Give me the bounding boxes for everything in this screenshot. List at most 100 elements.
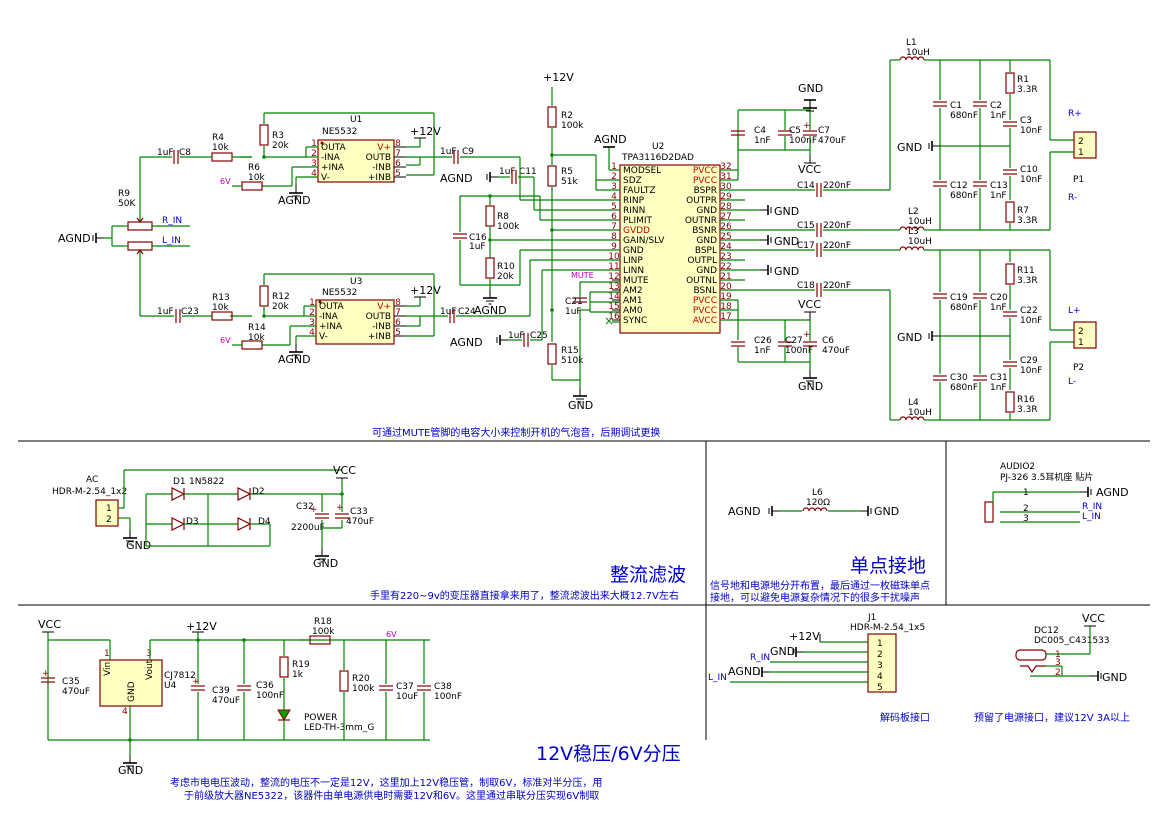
svg-text:100k: 100k	[561, 121, 584, 131]
u2-pin-number: 22	[720, 262, 731, 272]
u2-pin-name: GND	[623, 246, 644, 256]
svg-text:R20: R20	[352, 674, 370, 684]
svg-text:解码板接口: 解码板接口	[880, 711, 930, 724]
svg-text:C9: C9	[462, 147, 474, 157]
svg-text:L2: L2	[908, 207, 919, 217]
svg-text:10nF: 10nF	[1020, 316, 1042, 326]
svg-text:10nF: 10nF	[1020, 366, 1042, 376]
svg-text:2: 2	[1023, 504, 1029, 514]
svg-text:470uF: 470uF	[818, 136, 846, 146]
svg-text:10uH: 10uH	[908, 217, 932, 227]
svg-text:R11: R11	[1017, 266, 1035, 276]
svg-text:100k: 100k	[497, 222, 520, 232]
svg-text:C17: C17	[797, 241, 815, 251]
opamp-pin-number: 6	[395, 318, 401, 328]
svg-text:3.3R: 3.3R	[1017, 276, 1038, 286]
u2-pin-number: 31	[720, 172, 731, 182]
svg-text:1uF: 1uF	[157, 148, 174, 158]
svg-text:1nF: 1nF	[990, 303, 1007, 313]
svg-text:U4: U4	[164, 681, 177, 691]
svg-text:L_IN: L_IN	[1082, 512, 1101, 522]
pvcc-decoupling-top: C4 1nF C5 100nF C7 470uF + GND VCC	[720, 82, 846, 181]
opamp-pin-name: -INB	[372, 322, 391, 332]
ground-title: 单点接地	[850, 555, 926, 577]
svg-text:C7: C7	[818, 126, 830, 136]
svg-text:C2: C2	[990, 101, 1002, 111]
svg-text:C8: C8	[179, 148, 191, 158]
svg-text:GND: GND	[568, 399, 593, 412]
u2-pin-number: 30	[720, 182, 732, 192]
svg-text:C6: C6	[822, 336, 834, 346]
svg-text:+: +	[42, 669, 50, 679]
opamp-pin-name: +INB	[368, 173, 391, 183]
svg-text:2: 2	[1078, 137, 1084, 147]
svg-text:680nF: 680nF	[950, 191, 978, 201]
svg-text:C19: C19	[950, 293, 968, 303]
svg-text:C32: C32	[296, 502, 314, 512]
c11-coupling: AGND 1uF C11	[440, 167, 620, 211]
u2-pin-number: 1	[611, 162, 617, 172]
svg-text:3: 3	[877, 661, 883, 671]
svg-text:680nF: 680nF	[950, 383, 978, 393]
u2-pin-number: 17	[720, 312, 731, 322]
svg-text:+: +	[803, 330, 811, 340]
svg-text:3: 3	[1023, 514, 1029, 524]
u2-pin-number: 2	[611, 172, 617, 182]
mute-note: 可通过MUTE管脚的电容大小来控制开机的气泡音，后期调试更换	[372, 426, 660, 439]
svg-text:R-: R-	[1068, 193, 1077, 203]
svg-text:+: +	[336, 503, 344, 513]
svg-text:HDR-M-2.54_1x2: HDR-M-2.54_1x2	[52, 487, 127, 497]
svg-text:GND: GND	[897, 331, 922, 344]
svg-text:R_IN: R_IN	[1082, 502, 1102, 512]
svg-text:R13: R13	[212, 293, 230, 303]
u2-pin-name: OUTNL	[686, 276, 717, 286]
svg-text:预留了电源接口，建议12V 3A以上: 预留了电源接口，建议12V 3A以上	[974, 711, 1130, 724]
u2-pin-number: 3	[611, 182, 617, 192]
svg-text:220nF: 220nF	[823, 221, 851, 231]
u2-pin-number: 9	[611, 242, 617, 252]
u2-pin-name: BSPR	[694, 186, 717, 196]
svg-text:GND: GND	[774, 265, 799, 278]
svg-text:C4: C4	[754, 126, 766, 136]
svg-text:220nF: 220nF	[823, 241, 851, 251]
u2-pin-number: 6	[611, 212, 617, 222]
svg-text:470uF: 470uF	[822, 346, 850, 356]
svg-text:10nF: 10nF	[1020, 175, 1042, 185]
svg-text:PJ-326 3.5耳机座 贴片: PJ-326 3.5耳机座 贴片	[1000, 471, 1093, 483]
svg-text:470uF: 470uF	[346, 517, 374, 527]
svg-text:6V: 6V	[386, 630, 397, 639]
svg-text:GND: GND	[770, 645, 795, 658]
opamp-pin-number: 5	[395, 169, 401, 179]
svg-text:+12V: +12V	[410, 284, 441, 297]
left-input-coupling: 1uF C24 AGND 1uF C25	[420, 259, 620, 349]
svg-text:C23: C23	[181, 307, 199, 317]
svg-text:470uF: 470uF	[62, 687, 90, 697]
svg-text:4: 4	[122, 707, 128, 717]
bias-divider-chain: +12V R2 100k R5 51k R15 510k GND C21 1uF…	[543, 71, 620, 412]
left-channel-output: C17 220nF L3 10uH GND C18 220nF L4 10uH	[720, 227, 1050, 421]
svg-text:4: 4	[877, 672, 883, 682]
svg-text:120Ω: 120Ω	[806, 498, 830, 508]
svg-text:C13: C13	[990, 181, 1008, 191]
svg-text:50K: 50K	[118, 199, 136, 209]
svg-text:C12: C12	[950, 181, 968, 191]
svg-text:C38: C38	[434, 682, 452, 692]
svg-text:C35: C35	[62, 677, 80, 687]
svg-text:R15: R15	[561, 346, 579, 356]
svg-text:GND: GND	[874, 505, 899, 518]
dc-power-jack: DC12 DC005_C431533 VCC 1 3 2 GND 预留了电源接口…	[974, 612, 1130, 724]
svg-text:R14: R14	[248, 323, 266, 333]
svg-text:POWER: POWER	[304, 713, 337, 723]
svg-text:1uF: 1uF	[440, 147, 457, 157]
svg-text:U3: U3	[350, 277, 362, 287]
svg-text:L+: L+	[1068, 306, 1081, 316]
u2-pin-number: 11	[608, 262, 619, 272]
svg-text:VCC: VCC	[333, 464, 356, 477]
svg-text:1: 1	[104, 649, 110, 659]
opamp-pin-number: 5	[395, 328, 401, 338]
opamp-pin-name: -INA	[321, 153, 341, 163]
svg-text:D2: D2	[252, 487, 265, 497]
